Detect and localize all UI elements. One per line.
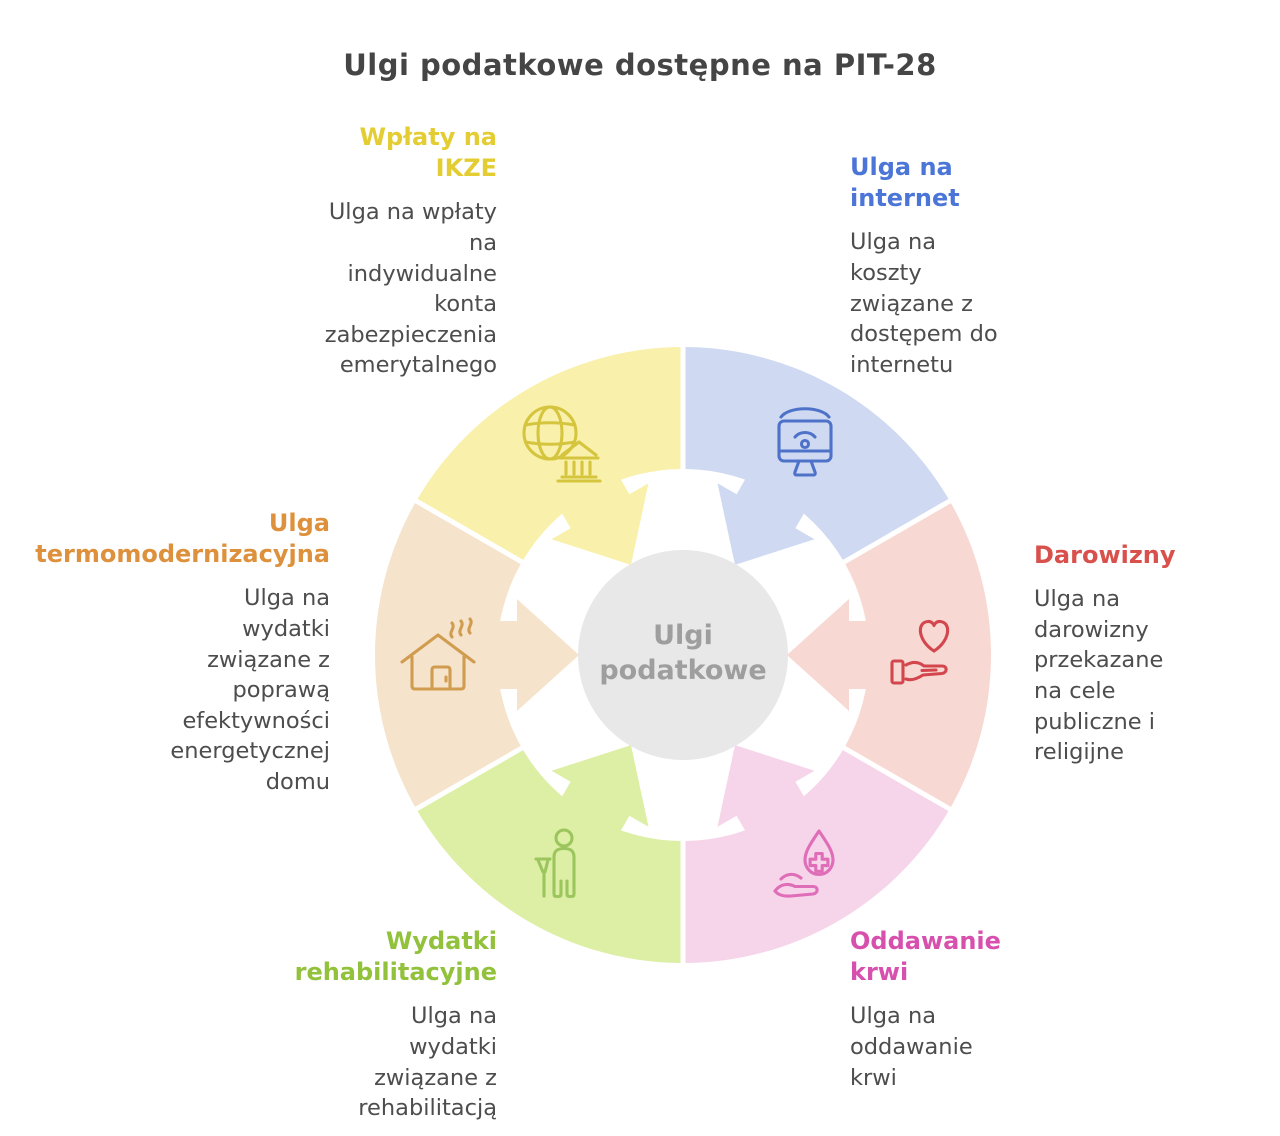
section-description: Ulga na wydatki związane z rehabilitacją (358, 1003, 497, 1122)
section-heading: Wpłaty na IKZE (359, 123, 497, 183)
segment-darowizny (845, 503, 992, 807)
hand-heart-icon (890, 619, 950, 685)
arrow-darowizny (787, 599, 885, 711)
section-heading: Ulga na internet (850, 153, 960, 213)
section-darowizny: Darowizny Ulga na darowizny przekazane n… (1034, 540, 1234, 768)
monitor-wifi-icon (777, 407, 833, 477)
person-crutch-icon (534, 828, 576, 899)
segment-ulga-termomodernizacyjna (374, 503, 521, 807)
arrow-ulga-na-internet (717, 463, 815, 565)
section-wydatki-rehabilitacyjne: Wydatki rehabilitacyjne Ulga na wydatki … (245, 926, 497, 1124)
page-title: Ulgi podatkowe dostępne na PIT-28 (343, 48, 937, 82)
section-ulga-na-internet: Ulga na internet Ulga na koszty związane… (850, 152, 1040, 380)
segment-ulga-na-internet (685, 347, 949, 560)
section-oddawanie-krwi: Oddawanie krwi Ulga na oddawanie krwi (850, 926, 1050, 1093)
section-heading: Darowizny (1034, 541, 1176, 569)
arrow-wplaty-na-ikze (551, 463, 649, 565)
section-description: Ulga na oddawanie krwi (850, 1003, 973, 1091)
hand-blood-drop-icon (773, 829, 835, 898)
section-heading: Ulga termomodernizacyjna (35, 509, 330, 569)
segment-wplaty-na-ikze (417, 347, 681, 560)
center-circle (578, 550, 788, 760)
arrow-oddawanie-krwi (717, 745, 815, 847)
globe-bank-icon (522, 405, 602, 483)
arrow-ulga-termomodernizacyjna (481, 599, 579, 711)
arrow-wydatki-rehabilitacyjne (551, 745, 649, 847)
section-wplaty-na-ikze: Wpłaty na IKZE Ulga na wpłaty na indywid… (255, 122, 497, 381)
segment-wydatki-rehabilitacyjne (417, 750, 681, 963)
wheel-center-label: Ulgi podatkowe (599, 620, 767, 687)
section-heading: Wydatki rehabilitacyjne (294, 927, 497, 987)
section-ulga-termomodernizacyjna: Ulga termomodernizacyjna Ulga na wydatki… (18, 508, 330, 798)
house-heat-icon (400, 617, 476, 691)
section-description: Ulga na darowizny przekazane na cele pub… (1034, 586, 1164, 766)
section-description: Ulga na koszty związane z dostępem do in… (850, 229, 998, 378)
section-description: Ulga na wydatki związane z poprawą efekt… (170, 585, 330, 795)
section-heading: Oddawanie krwi (850, 927, 1001, 987)
wheel-base (374, 347, 992, 963)
section-description: Ulga na wpłaty na indywidualne konta zab… (324, 199, 497, 379)
